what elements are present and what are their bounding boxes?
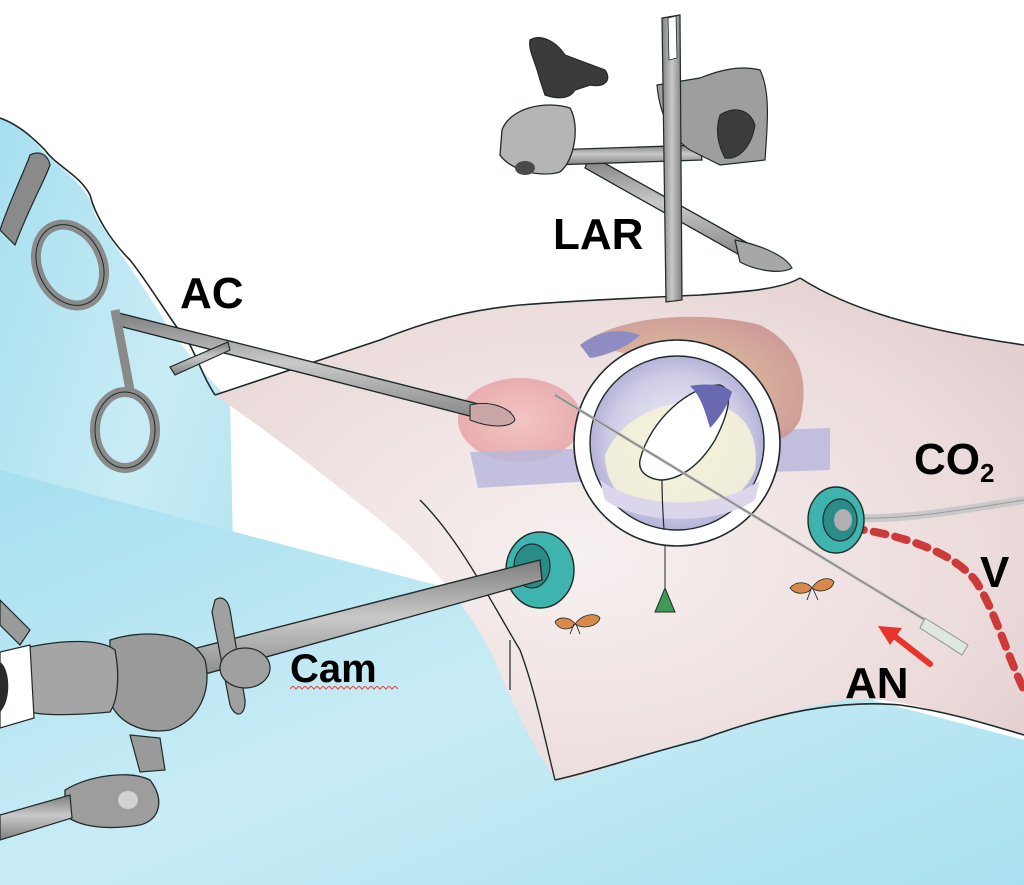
label-co2-subscript: 2 bbox=[980, 458, 995, 488]
label-an: AN bbox=[845, 659, 909, 708]
spellcheck-underline bbox=[290, 686, 399, 690]
suture-bow-left bbox=[554, 614, 601, 635]
label-v: V bbox=[980, 548, 1010, 597]
retractor-holder bbox=[499, 14, 793, 303]
co2-tubing bbox=[849, 496, 1024, 523]
trocar-right bbox=[807, 486, 865, 554]
label-co2: CO2 bbox=[914, 435, 995, 488]
label-lar: LAR bbox=[553, 210, 644, 259]
vessel-path bbox=[848, 524, 1024, 694]
needle-arrow bbox=[878, 626, 933, 667]
label-co2-main: CO bbox=[914, 435, 980, 484]
central-port bbox=[573, 339, 781, 547]
forceps-clamp bbox=[0, 152, 516, 473]
needle bbox=[554, 393, 969, 656]
suture-weight bbox=[654, 546, 676, 613]
camera-scope bbox=[0, 559, 543, 841]
suture-bow-right bbox=[789, 578, 835, 601]
label-cam: Cam bbox=[290, 647, 377, 691]
label-ac: AC bbox=[180, 269, 244, 318]
